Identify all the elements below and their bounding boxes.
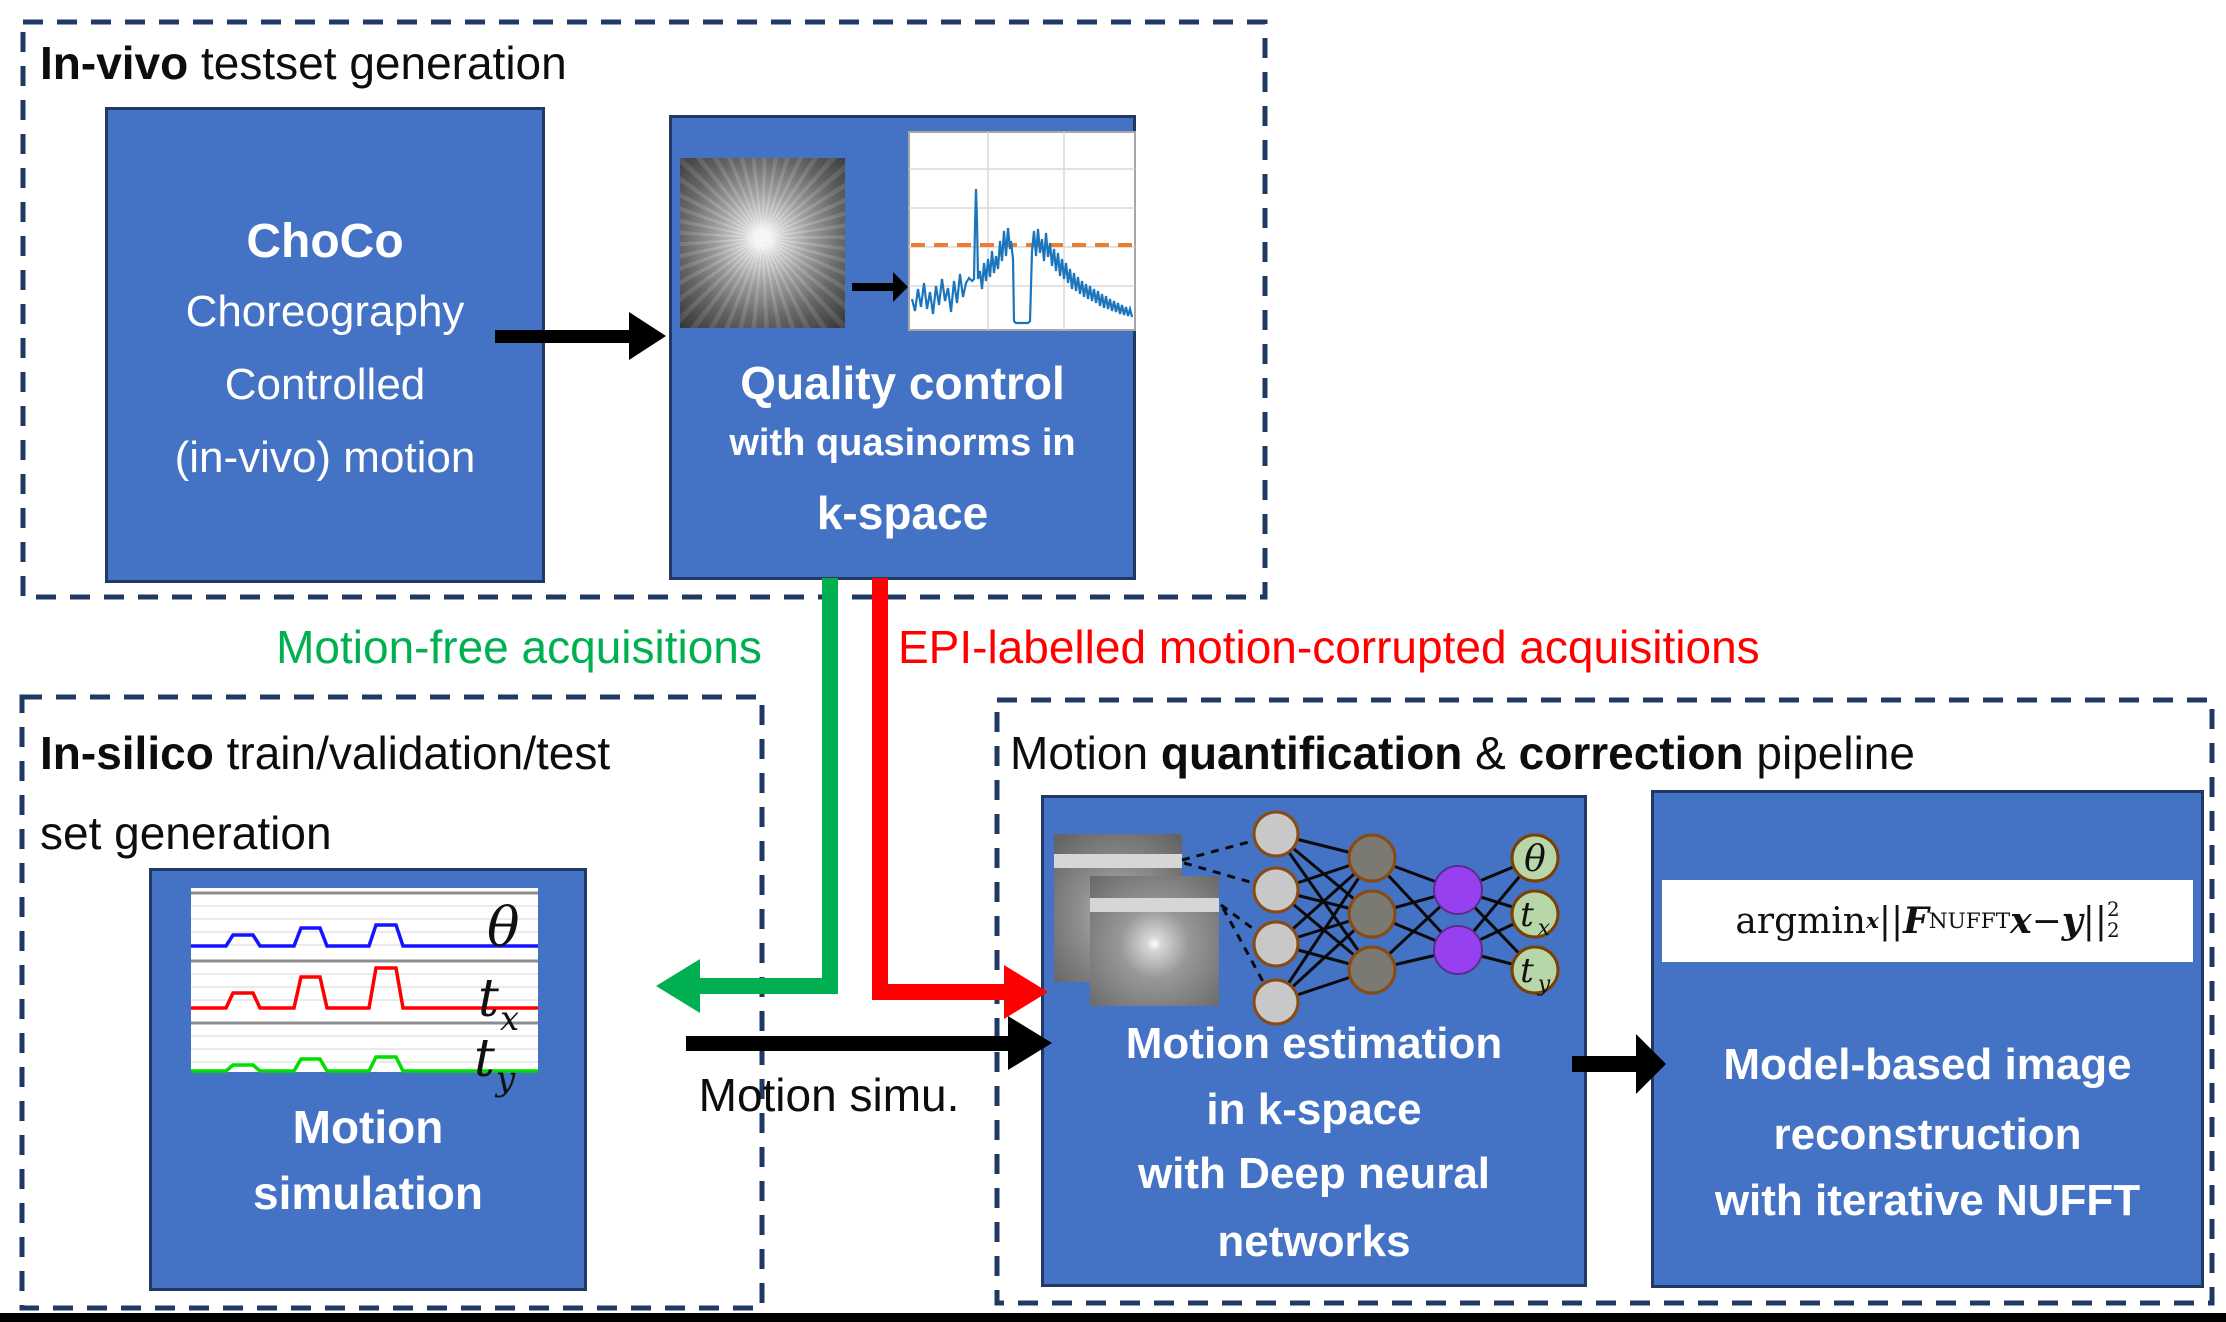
nn-diagram: θ t x t y (1054, 810, 1560, 1026)
choco-line3: Controlled (224, 360, 426, 409)
estimation-line3: with Deep neural (1137, 1149, 1491, 1198)
kspace-thumb-2-stripe (1090, 898, 1219, 912)
nn-label-tx-sub: x (1538, 916, 1551, 941)
nn-kspace-thumbnails (1054, 834, 1219, 1006)
nn-node (1510, 889, 1560, 939)
pipeline-title-p2: quantification (1160, 727, 1463, 779)
invivo-title-bold: In-vivo (40, 37, 189, 89)
formula-x: x (2010, 900, 2032, 942)
motion-free-label: Motion-free acquisitions (276, 621, 762, 673)
insilico-title-bold: In-silico (40, 727, 214, 779)
epi-label: EPI-labelled motion-corrupted acquisitio… (898, 621, 1760, 673)
invivo-title-rest: testset generation (188, 37, 567, 89)
nn-edges (1274, 832, 1537, 1004)
formula-Fsub: NUFFT (1928, 908, 2011, 934)
pipeline-title: Motion quantification & correction pipel… (1010, 726, 1915, 780)
formula-bar2: || (2082, 900, 2107, 942)
nn-node (1510, 945, 1560, 995)
nn-node (1433, 925, 1483, 975)
pipeline-title-p4: correction (1518, 727, 1744, 779)
nn-label-ty-sub: y (1537, 972, 1551, 997)
nn-node (1347, 945, 1397, 995)
arrow-motion-simu (686, 1016, 1052, 1070)
qc-line1: Quality control (740, 357, 1065, 409)
simbox-line2: simulation (252, 1167, 484, 1219)
kspace-rays (680, 158, 845, 328)
formula-argsub: x (1865, 908, 1879, 934)
choco-line2: Choreography (185, 287, 465, 336)
estimation-line2: in k-space (1206, 1085, 1422, 1134)
estimation-line4: networks (1217, 1217, 1411, 1266)
nn-label-theta: θ (1524, 839, 1546, 880)
formula-sup: 2 (2106, 898, 2120, 922)
motion-simu-label: Motion simu. (698, 1069, 960, 1121)
nn-node (1252, 866, 1300, 914)
qc-line3: k-space (816, 487, 989, 539)
bottom-black-bar (0, 1313, 2226, 1322)
estimation-line1: Motion estimation (1125, 1019, 1503, 1068)
nn-node (1433, 865, 1483, 915)
formula-F: F (1903, 900, 1929, 942)
nn-node (1252, 920, 1300, 968)
formula-argmin: argmin (1735, 900, 1866, 942)
nn-node (1252, 810, 1300, 858)
qc-line2: with quasinorms in (729, 422, 1076, 464)
sim-label-tx-sub: x (500, 999, 519, 1039)
nn-node (1347, 833, 1397, 883)
formula-bar1: || (1878, 900, 1904, 942)
pipeline-title-p1: Motion (1010, 727, 1161, 779)
nn-hidden-layer-2 (1433, 865, 1483, 975)
pipeline-title-p3: & (1462, 727, 1519, 779)
sim-label-theta: θ (487, 896, 520, 959)
nn-node (1252, 978, 1300, 1026)
insilico-title-line1: In-silico train/validation/test (40, 726, 610, 780)
nn-label-tx-main: t (1520, 895, 1534, 935)
choco-line4: (in-vivo) motion (174, 433, 476, 482)
insilico-title-line2: set generation (40, 807, 332, 859)
model-line2: reconstruction (1773, 1110, 2082, 1159)
sim-label-tx-main: t (478, 969, 499, 1029)
model-line3: with iterative NUFFT (1714, 1176, 2141, 1225)
sim-label-ty-main: t (474, 1029, 495, 1089)
formula-y: y (2061, 900, 2083, 942)
pipeline-title-p5: pipeline (1743, 727, 1915, 779)
choco-box (105, 107, 545, 583)
qc-plot (908, 131, 1136, 331)
formula-sub: 2 (2106, 919, 2120, 942)
kspace-thumb-1-stripe (1054, 854, 1182, 868)
motion-sim-plot: θ t x t y (191, 888, 538, 1099)
sim-label-ty-sub: y (494, 1059, 516, 1099)
simbox-line1: Motion (292, 1101, 444, 1153)
nn-node (1347, 889, 1397, 939)
formula-minus: − (2031, 900, 2062, 942)
choco-line1: ChoCo (246, 215, 404, 268)
insilico-title-rest: train/validation/test (213, 727, 611, 779)
nn-input-layer (1252, 810, 1300, 1026)
kspace-thumb-2 (1090, 876, 1219, 1006)
nn-label-ty-main: t (1520, 951, 1534, 991)
nn-hidden-layer-1 (1347, 833, 1397, 995)
kspace-image (680, 158, 845, 328)
model-line1: Model-based image (1723, 1040, 2132, 1089)
invivo-title: In-vivo testset generation (40, 36, 567, 90)
